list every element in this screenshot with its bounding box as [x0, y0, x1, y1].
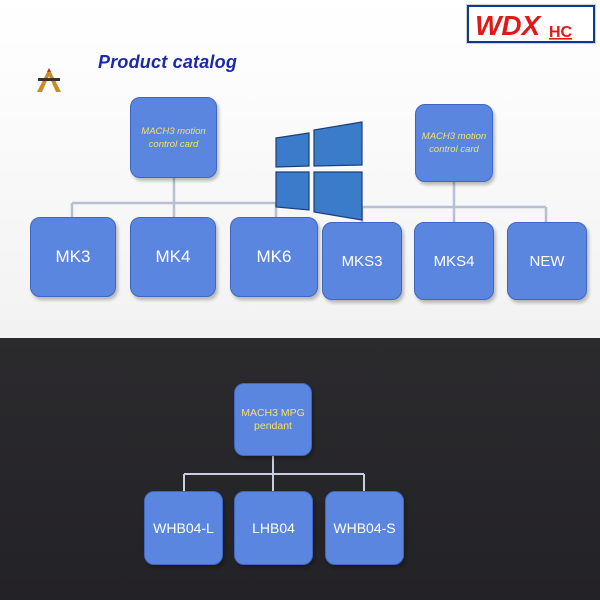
mach3-mpg-pendant: MACH3 MPG pendant: [234, 383, 312, 456]
product-mks4: MKS4: [414, 222, 494, 300]
mach3-motion-card-right: MACH3 motion control card: [415, 104, 493, 182]
mach3-motion-card-right-line1: MACH3 motion: [421, 131, 487, 142]
mach3-motion-card-left-line1: MACH3 motion: [141, 125, 206, 137]
product-mk4: MK4: [130, 217, 216, 297]
mach3-mpg-pendant-line1: MACH3 MPG: [241, 406, 305, 419]
mach3-motion-card-right-line2: control card: [429, 144, 479, 155]
brand-logo-main-text: WDX: [475, 10, 543, 41]
product-mk3: MK3: [30, 217, 116, 297]
mach3-mpg-pendant-line2: pendant: [254, 419, 292, 432]
product-lhb04: LHB04: [234, 491, 313, 565]
product-mks3: MKS3: [322, 222, 402, 300]
brand-logo-sub-text: HC: [549, 24, 573, 41]
product-mk6: MK6: [230, 217, 318, 297]
small-tool-logo-icon: [37, 68, 61, 92]
product-whb04-s: WHB04-S: [325, 491, 404, 565]
page-title: Product catalog: [98, 52, 238, 72]
product-whb04-l: WHB04-L: [144, 491, 223, 565]
brand-logo: WDX HC: [466, 4, 596, 44]
mach3-motion-card-left-line2: control card: [148, 138, 199, 150]
mach3-motion-card-left: MACH3 motion control card: [130, 97, 217, 178]
product-new: NEW: [507, 222, 587, 300]
